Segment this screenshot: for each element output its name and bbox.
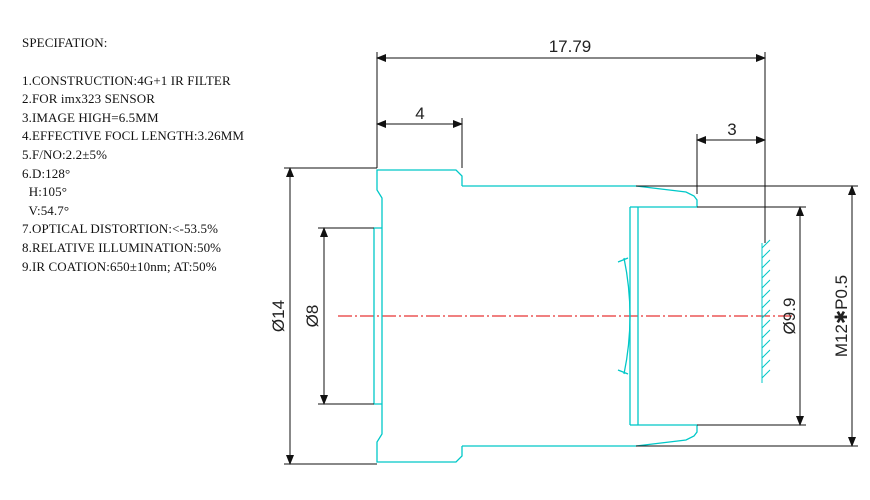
spec-line-ir-coating: 9.IR COATION:650±10nm; AT:50% [22, 258, 217, 274]
spec-line-construction: 1.CONSTRUCTION:4G+1 IR FILTER [22, 72, 231, 88]
spec-title: SPECIFATION: [22, 35, 108, 50]
sensor-plane [761, 239, 771, 383]
spec-line-f-number: 5.F/NO:2.2±5% [22, 146, 107, 162]
dim-outer-diameter: Ø14 [269, 300, 288, 332]
spec-line-fov-v: V:54.7° [22, 202, 70, 218]
dimension-lines [284, 52, 858, 465]
spec-line-fov-d: 6.D:128° [22, 165, 71, 181]
dim-total-length: 17.79 [549, 37, 592, 56]
dim-front-diameter: Ø8 [303, 305, 322, 328]
spec-line-fov-h: H:105° [22, 184, 67, 200]
dim-thread: M12✱P0.5 [832, 275, 851, 357]
spec-line-image-high: 3.IMAGE HIGH=6.5MM [22, 109, 159, 125]
dim-image-diameter: Ø9.9 [780, 298, 799, 335]
specification-block: SPECIFATION: 1.CONSTRUCTION:4G+1 IR FILT… [22, 34, 322, 276]
spec-line-sensor: 2.FOR imx323 SENSOR [22, 91, 156, 107]
spec-line-distortion: 7.OPTICAL DISTORTION:<-53.5% [22, 221, 219, 237]
spec-line-focal-length: 4.EFFECTIVE FOCL LENGTH:3.26MM [22, 128, 245, 144]
dim-rear-length: 3 [727, 120, 736, 139]
dim-front-length: 4 [415, 104, 424, 123]
spec-line-illumination: 8.RELATIVE ILLUMINATION:50% [22, 239, 222, 255]
